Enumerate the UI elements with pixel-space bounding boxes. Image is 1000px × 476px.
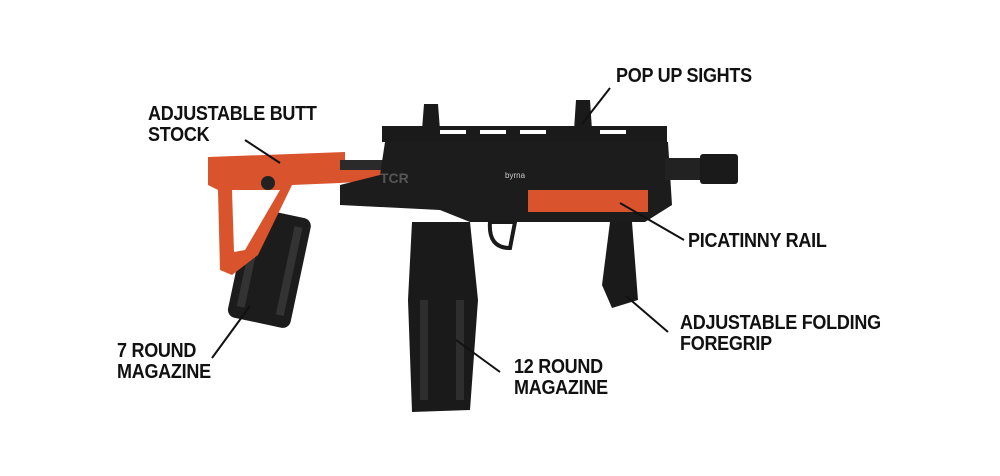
twelve-round-magazine — [408, 222, 478, 412]
label-butt-stock: ADJUSTABLE BUTT STOCK — [148, 104, 317, 146]
label-line: 12 ROUND — [514, 356, 603, 378]
foregrip — [602, 222, 638, 308]
label-rail: PICATINNY RAIL — [688, 230, 827, 252]
picatinny-rail — [528, 190, 648, 212]
label-line: STOCK — [148, 124, 210, 146]
label-line: 7 ROUND — [117, 340, 197, 362]
butt-stock — [208, 152, 390, 275]
label-7-round: 7 ROUND MAGAZINE — [117, 341, 211, 383]
brand-marking: byrna — [505, 171, 526, 180]
label-line: FOREGRIP — [680, 333, 772, 355]
label-line: ADJUSTABLE FOLDING — [680, 312, 881, 334]
trigger-guard — [487, 220, 518, 251]
label-foregrip: ADJUSTABLE FOLDING FOREGRIP — [680, 313, 881, 355]
label-line: ADJUSTABLE BUTT — [148, 103, 317, 125]
model-marking: TCR — [380, 170, 409, 186]
pop-up-sights — [422, 100, 592, 130]
label-line: MAGAZINE — [117, 361, 211, 383]
label-sights: POP UP SIGHTS — [616, 65, 752, 87]
label-12-round: 12 ROUND MAGAZINE — [514, 357, 608, 399]
label-line: MAGAZINE — [514, 377, 608, 399]
